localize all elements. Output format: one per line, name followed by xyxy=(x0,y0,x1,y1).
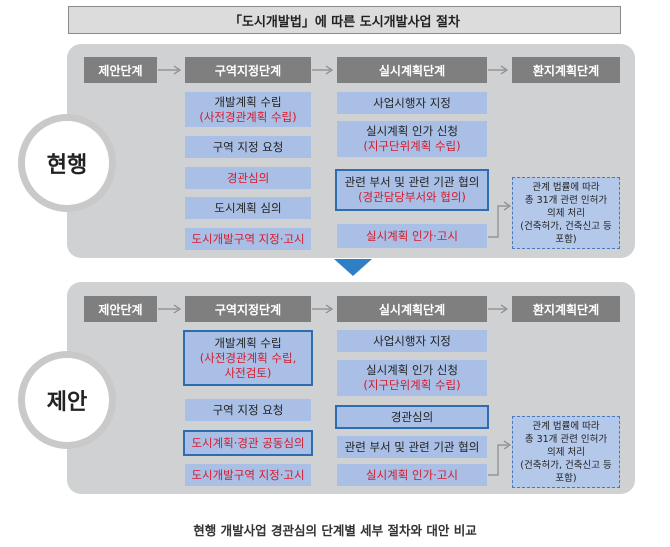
current-plan-step-3: 관련 부서 및 관련 기관 협의 (경관담당부서와 협의) xyxy=(335,169,489,211)
note-line: (건축허가, 건축신고 등 xyxy=(520,459,612,471)
current-approval-note: 관계 법률에 따라 총 31개 관련 인허가 의제 처리 (건축허가, 건축신고… xyxy=(512,177,620,249)
proposed-plan-step-2: 실시계획 인가 신청 (지구단위계획 수립) xyxy=(337,360,487,396)
step-subtext: (경관담당부서와 협의) xyxy=(358,190,466,204)
note-line: (건축허가, 건축신고 등 xyxy=(520,220,612,232)
arrow-right-icon xyxy=(158,304,182,314)
current-stage-plan: 실시계획단계 xyxy=(337,57,487,83)
current-zone-step-4: 도시계획 심의 xyxy=(185,197,311,219)
step-subtext: (지구단위계획 수립) xyxy=(363,139,461,153)
current-plan-step-4: 실시계획 인가·고시 xyxy=(337,224,487,248)
connector-arrow-icon xyxy=(488,201,512,238)
step-subtext: 사전검토) xyxy=(224,365,272,380)
proposed-plan-step-5: 실시계획 인가·고시 xyxy=(337,464,487,486)
arrow-right-icon xyxy=(488,65,509,75)
step-text: 실시계획 인가 신청 xyxy=(366,124,458,138)
arrow-right-icon xyxy=(488,304,509,314)
proposed-label-circle: 제안 xyxy=(18,351,116,449)
current-zone-step-2: 구역 지정 요청 xyxy=(185,136,311,158)
note-line: 포함) xyxy=(555,472,577,484)
proposed-stage-zone: 구역지정단계 xyxy=(185,296,311,322)
step-text: 개발계획 수립 xyxy=(214,94,282,109)
proposed-plan-step-4: 관련 부서 및 관련 기관 협의 xyxy=(337,436,487,458)
down-arrow-icon xyxy=(334,259,372,276)
current-zone-step-5: 도시개발구역 지정·고시 xyxy=(185,228,311,250)
proposed-stage-plan: 실시계획단계 xyxy=(337,296,487,322)
note-line: 포함) xyxy=(555,233,577,245)
proposed-zone-step-4: 도시개발구역 지정·고시 xyxy=(185,464,311,486)
note-line: 총 31개 관련 인허가 xyxy=(524,194,608,206)
proposed-plan-step-3: 경관심의 xyxy=(335,405,489,429)
current-plan-step-1: 사업시행자 지정 xyxy=(337,92,487,114)
connector-arrow-icon xyxy=(488,440,512,476)
current-zone-step-1: 개발계획 수립 (사전경관계획 수립) xyxy=(185,92,311,127)
note-line: 관계 법률에 따라 xyxy=(532,181,600,193)
current-stage-replotting: 환지계획단계 xyxy=(512,57,620,83)
step-text: 개발계획 수립 xyxy=(214,335,282,350)
arrow-right-icon xyxy=(312,304,334,314)
proposed-stage-replotting: 환지계획단계 xyxy=(512,296,620,322)
proposed-approval-note: 관계 법률에 따라 총 31개 관련 인허가 의제 처리 (건축허가, 건축신고… xyxy=(512,416,620,488)
arrow-right-icon xyxy=(312,65,334,75)
figure-caption: 현행 개발사업 경관심의 단계별 세부 절차와 대안 비교 xyxy=(193,523,477,538)
step-text: 관련 부서 및 관련 기관 협의 xyxy=(344,175,480,189)
step-subtext: (사전경관계획 수립, xyxy=(199,350,297,365)
proposed-stage-proposal: 제안단계 xyxy=(84,296,157,322)
note-line: 총 31개 관련 인허가 xyxy=(524,433,608,445)
step-text: 실시계획 인가 신청 xyxy=(366,363,458,377)
step-subtext: (지구단위계획 수립) xyxy=(363,378,461,392)
proposed-zone-step-1: 개발계획 수립 (사전경관계획 수립, 사전검토) xyxy=(183,330,313,386)
note-line: 의제 처리 xyxy=(547,207,585,219)
arrow-right-icon xyxy=(158,65,182,75)
note-line: 의제 처리 xyxy=(547,446,585,458)
diagram-title: 「도시개발법」에 따른 도시개발사업 절차 xyxy=(68,6,621,34)
proposed-plan-step-1: 사업시행자 지정 xyxy=(337,330,487,352)
current-stage-zone: 구역지정단계 xyxy=(185,57,311,83)
step-subtext: (사전경관계획 수립) xyxy=(199,109,297,124)
proposed-zone-step-2: 구역 지정 요청 xyxy=(185,399,311,421)
current-label-circle: 현행 xyxy=(18,114,116,212)
current-stage-proposal: 제안단계 xyxy=(84,57,157,83)
current-zone-step-3: 경관심의 xyxy=(185,167,311,189)
current-plan-step-2: 실시계획 인가 신청 (지구단위계획 수립) xyxy=(337,121,487,157)
note-line: 관계 법률에 따라 xyxy=(532,420,600,432)
proposed-zone-step-3: 도시계획·경관 공동심의 xyxy=(183,430,313,456)
